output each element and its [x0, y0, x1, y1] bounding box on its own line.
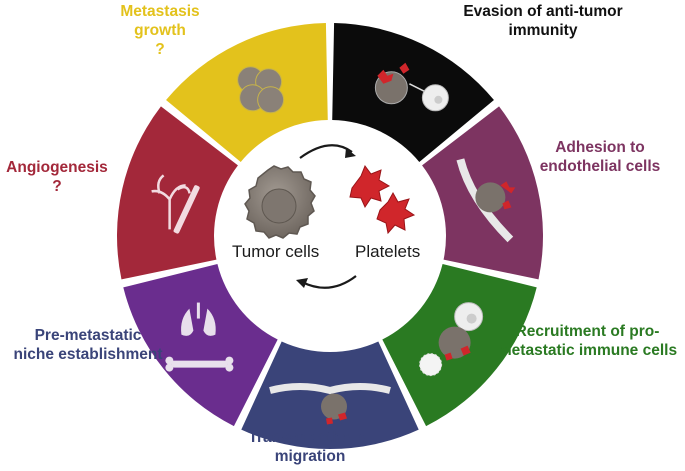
label-adhesion: Adhesion to endothelial cells: [539, 139, 661, 175]
cycle-arrows: [296, 144, 357, 289]
label-recruitment: Recruitment of pro- metastatic immune ce…: [497, 323, 678, 359]
label-metastasis: Metastasis growth ?: [120, 3, 200, 58]
label-evasion: Evasion of anti-tumor immunity: [463, 3, 623, 39]
platelets-icon: [349, 164, 416, 235]
segment-premetastatic: [123, 263, 278, 427]
arrow-bottom-head: [296, 278, 308, 288]
label-premetastatic: Pre-metastatic niche establishment: [13, 327, 163, 363]
arrow-bottom: [301, 275, 357, 289]
segment-icon-metastasis: [237, 66, 285, 114]
label-transendothelial: Transendothelial migration: [248, 429, 372, 465]
platelets-label: Platelets: [355, 242, 421, 261]
stage-icons: [151, 62, 516, 425]
tumor-cells-label: Tumor cells: [232, 242, 320, 261]
segment-evasion: [332, 23, 494, 162]
center-circle: [215, 121, 445, 351]
segment-icon-adhesion: [456, 158, 516, 243]
arrow-top: [299, 144, 353, 159]
segment-icon-premetastatic: [165, 302, 234, 372]
tumor-cell-icon: [244, 165, 316, 239]
arrow-top-head: [345, 148, 356, 158]
segment-angiogenesis: [117, 106, 238, 280]
segment-icon-transendothelial: [269, 383, 391, 425]
segment-icon-angiogenesis: [151, 174, 200, 234]
label-angiogenesis: Angiogenesis ?: [6, 159, 108, 195]
segment-icon-recruitment: [419, 302, 484, 377]
segment-icon-evasion: [374, 62, 449, 112]
center-background: [215, 121, 445, 351]
